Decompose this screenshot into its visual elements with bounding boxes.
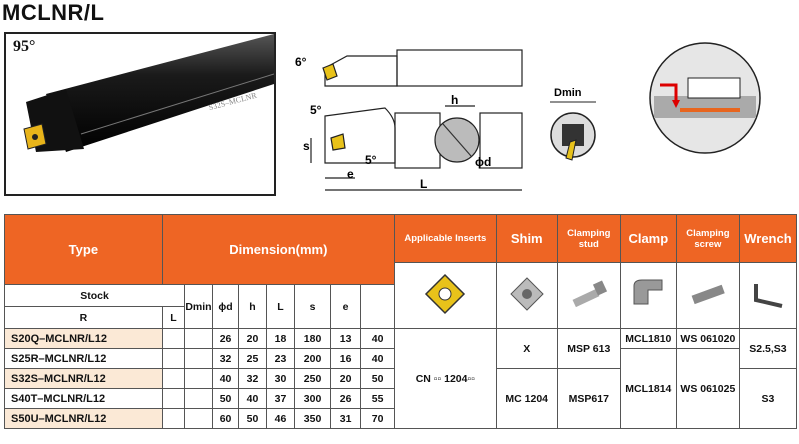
angle-top-label: 6° [295, 55, 307, 69]
subheader-h: h [238, 284, 267, 329]
e-cell: 70 [360, 408, 395, 429]
dmin-cell: 26 [211, 328, 240, 349]
detail-view [640, 40, 770, 160]
d-cell: 32 [238, 368, 267, 389]
dmin-cell: 32 [211, 348, 240, 369]
clamp-b: MCL1814 [619, 348, 677, 429]
s-cell: 31 [329, 408, 362, 429]
wrench-a: S2.5,S3 [738, 328, 798, 369]
header-screw: Clamping screw [675, 214, 740, 263]
header-shim: Shim [495, 214, 558, 263]
side-view [310, 105, 523, 191]
screw-a: WS 061020 [675, 328, 740, 349]
h-cell: 30 [265, 368, 296, 389]
header-inserts: Applicable Inserts [393, 214, 497, 263]
insert-code: CN ▫▫ 1204▫▫ [393, 328, 497, 429]
type-cell: S40T–MCLNR/L12 [4, 388, 163, 409]
e-cell: 40 [360, 328, 395, 349]
h-cell: 37 [265, 388, 296, 409]
dim-L-label: L [420, 177, 427, 191]
screw-b: WS 061025 [675, 348, 740, 429]
header-wrench: Wrench [738, 214, 798, 263]
top-view [322, 49, 523, 87]
len-cell: 180 [294, 328, 331, 349]
header-clamp: Clamp [619, 214, 677, 263]
dmin-cell: 50 [211, 388, 240, 409]
subheader-len: L [265, 284, 296, 329]
h-cell: 18 [265, 328, 296, 349]
e-cell: 40 [360, 348, 395, 369]
shim-image [495, 262, 558, 329]
s-cell: 26 [329, 388, 362, 409]
dmin-cell: 60 [211, 408, 240, 429]
type-cell: S25R–MCLNR/L12 [4, 348, 163, 369]
type-cell: S20Q–MCLNR/L12 [4, 328, 163, 349]
e-cell: 50 [360, 368, 395, 389]
h-cell: 46 [265, 408, 296, 429]
dmin-view: Dmin [540, 80, 610, 180]
stud-a: MSP 613 [556, 328, 621, 369]
subheader-r: R [4, 306, 163, 329]
clamp-image [619, 262, 677, 329]
stud-image [556, 262, 621, 329]
shim-a: X [495, 328, 558, 369]
angle-left-label: 5° [310, 103, 322, 117]
header-dimension: Dimension(mm) [161, 214, 395, 285]
dim-d-label: ϕd [475, 155, 491, 169]
h-cell: 23 [265, 348, 296, 369]
s-cell: 13 [329, 328, 362, 349]
page-title: MCLNR/L [2, 0, 105, 25]
type-cell: S50U–MCLNR/L12 [4, 408, 163, 429]
d-cell: 25 [238, 348, 267, 369]
type-cell: S32S–MCLNR/L12 [4, 368, 163, 389]
len-cell: 200 [294, 348, 331, 369]
subheader-s: s [294, 284, 331, 329]
clamp-a: MCL1810 [619, 328, 677, 349]
s-cell: 16 [329, 348, 362, 369]
technical-drawing: 6° 5° 5° s h ϕd e L [285, 38, 650, 198]
subheader-dmin: Dmin [184, 284, 213, 329]
subheader-d: ϕd [211, 284, 240, 329]
dim-h-label: h [451, 93, 458, 107]
header-stud: Clamping stud [556, 214, 621, 263]
shim-b: MC 1204 [495, 368, 558, 429]
e-cell: 55 [360, 388, 395, 409]
dim-s-label: s [303, 139, 310, 153]
len-cell: 350 [294, 408, 331, 429]
wrench-b: S3 [738, 368, 798, 429]
len-cell: 300 [294, 388, 331, 409]
subheader-e: e [329, 284, 362, 329]
d-cell: 20 [238, 328, 267, 349]
stud-b: MSP617 [556, 368, 621, 429]
dmin-cell: 40 [211, 368, 240, 389]
product-photo: 95° S32S–MCLNR [4, 32, 276, 196]
subheader-l: L [161, 306, 186, 329]
len-cell: 250 [294, 368, 331, 389]
spec-table: Type Dimension(mm) Applicable Inserts Sh… [3, 214, 798, 429]
d-cell: 50 [238, 408, 267, 429]
s-cell: 20 [329, 368, 362, 389]
wrench-image [738, 262, 798, 329]
screw-image [675, 262, 740, 329]
subheader-stock: Stock [3, 284, 186, 307]
boring-bar-image [23, 34, 274, 152]
angle-bottom-label: 5° [365, 153, 377, 167]
d-cell: 40 [238, 388, 267, 409]
angle-label: 95° [13, 38, 36, 55]
dim-e-label: e [347, 167, 354, 181]
header-type: Type [4, 214, 163, 285]
insert-image [393, 262, 497, 329]
dim-dmin-label: Dmin [554, 87, 582, 99]
